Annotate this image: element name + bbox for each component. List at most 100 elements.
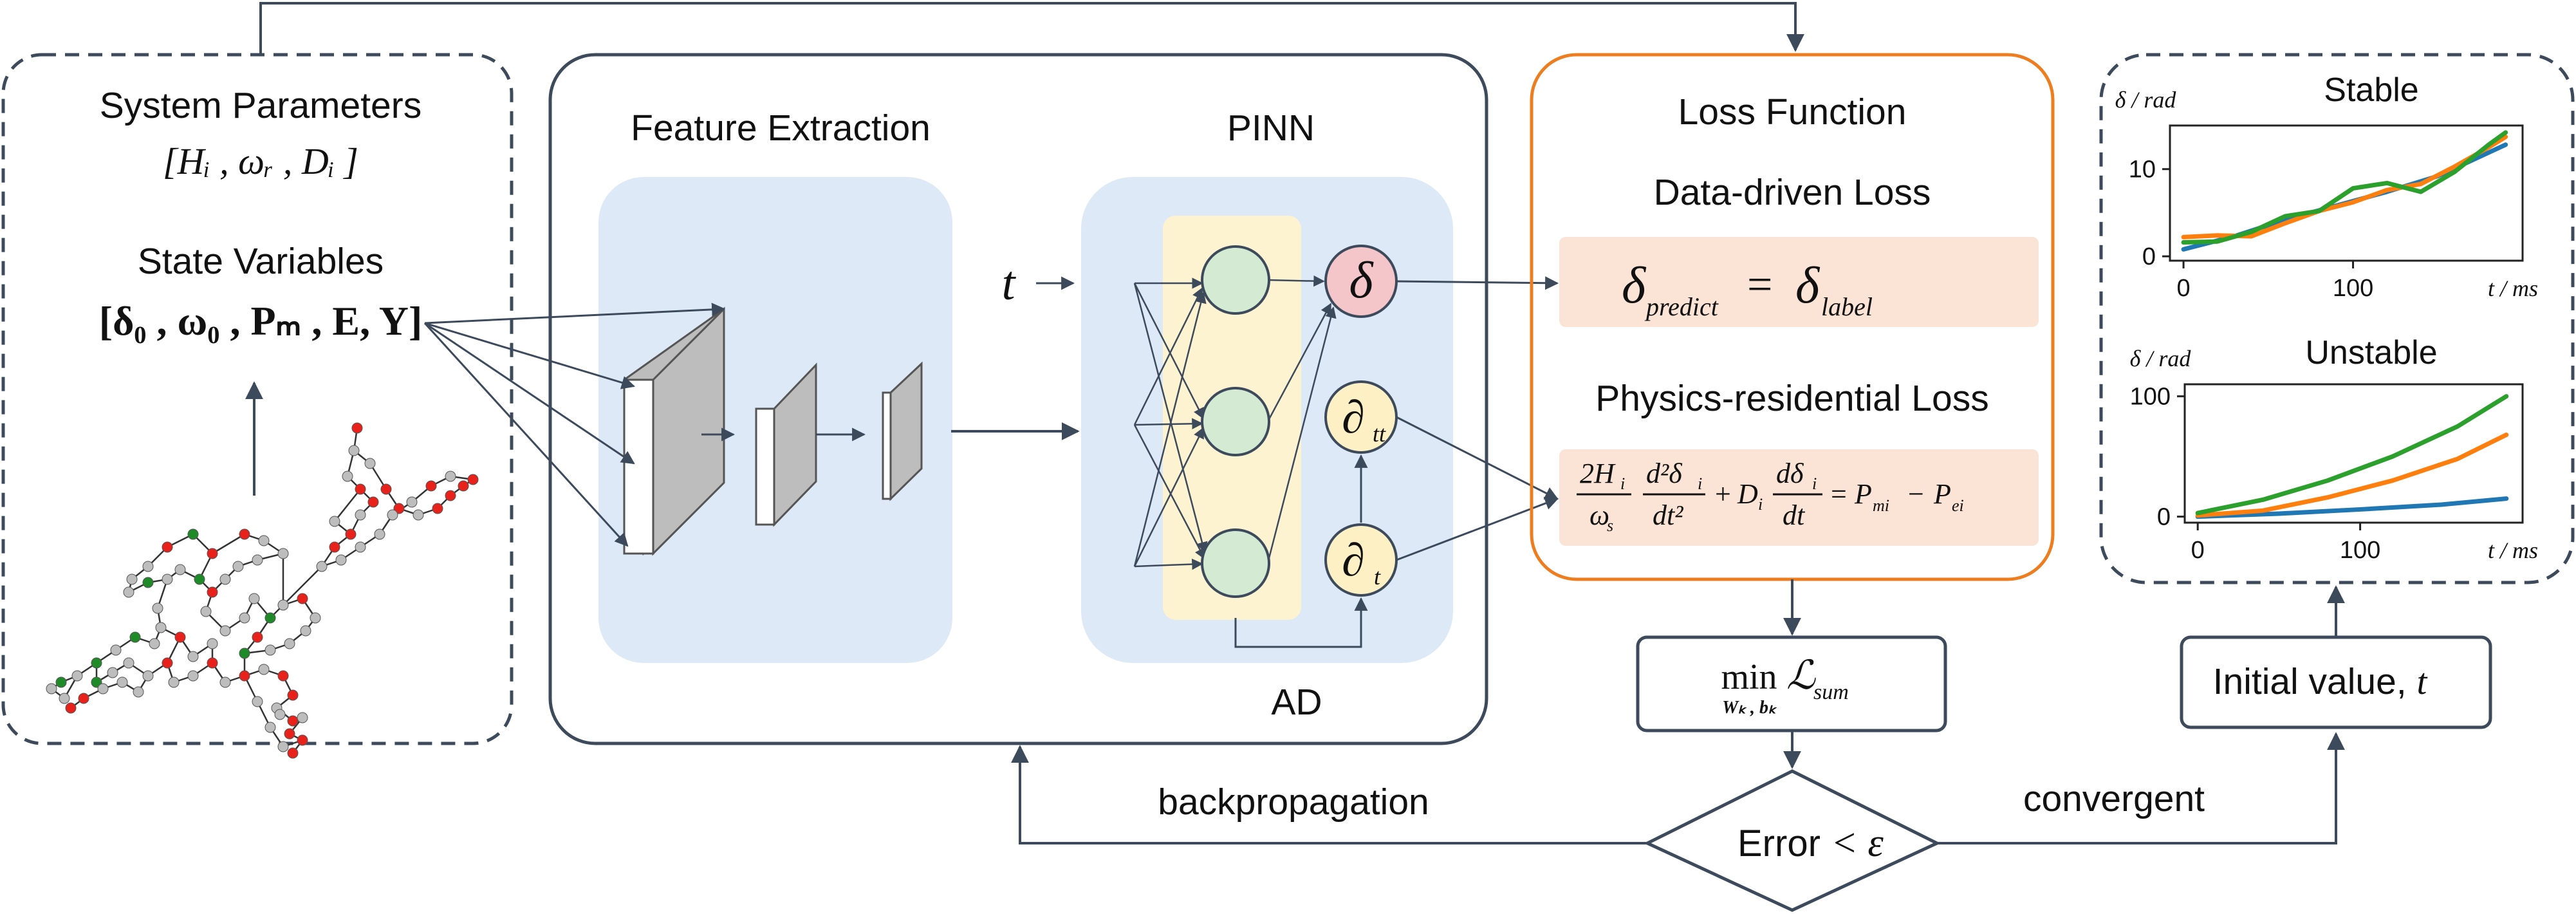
network-node-gray — [232, 561, 244, 572]
network-edge — [212, 533, 245, 555]
network-node-gray — [284, 638, 295, 649]
network-node-red — [287, 689, 299, 701]
network-node-gray — [126, 574, 138, 585]
network-node-gray — [374, 528, 385, 540]
time-input-label: t — [1002, 257, 1017, 310]
svg-text:i: i — [1812, 474, 1817, 493]
network-node-gray — [116, 676, 128, 688]
hidden-neuron-2 — [1201, 387, 1270, 456]
network-node-gray — [274, 709, 286, 720]
network-node-gray — [297, 712, 308, 723]
svg-text:predict: predict — [1644, 292, 1719, 321]
convergence-decision — [1644, 769, 1941, 912]
network-node-gray — [329, 516, 340, 527]
series-line-3 — [2181, 130, 2508, 245]
network-node-gray — [219, 574, 231, 585]
network-node-gray — [174, 564, 186, 575]
network-node-gray — [123, 586, 134, 598]
ad-label: AD — [1271, 682, 1322, 723]
hidden-neuron-3 — [1201, 528, 1270, 598]
network-node-red — [432, 503, 443, 514]
network-edge — [334, 489, 361, 522]
network-node-gray — [335, 554, 347, 566]
network-node-gray — [59, 693, 70, 704]
cnn-layer-2 — [755, 362, 817, 527]
network-node-red — [367, 496, 379, 508]
network-node-red — [351, 422, 363, 434]
svg-text:s: s — [1607, 516, 1613, 535]
network-node-red — [162, 657, 173, 669]
network-node-gray — [155, 622, 167, 633]
model-panel — [548, 53, 1488, 745]
ad-path-arrow — [1234, 597, 1368, 648]
plot-frame — [2169, 124, 2524, 262]
network-node-green — [239, 648, 250, 659]
output-delta-symbol: δ — [1349, 252, 1374, 309]
svg-text:=: = — [1831, 478, 1847, 510]
network-node-gray — [364, 458, 376, 469]
network-node-gray — [412, 509, 424, 521]
svg-text:dt: dt — [1783, 499, 1806, 531]
network-node-gray — [355, 541, 366, 553]
network-node-gray — [219, 625, 231, 637]
network-node-gray — [110, 644, 122, 656]
series-line-2 — [2181, 135, 2508, 239]
network-node-green — [187, 528, 199, 540]
x-tick-label: 100 — [2333, 275, 2373, 302]
network-node-red — [380, 483, 392, 495]
hidden-to-output-edges — [1266, 275, 1337, 564]
network-node-gray — [252, 696, 263, 707]
x-axis-label: t / ms — [2488, 275, 2538, 301]
network-node-gray — [207, 638, 218, 649]
x-tick-label: 100 — [2340, 537, 2380, 564]
svg-text:−: − — [1908, 478, 1924, 510]
network-node-gray — [200, 606, 212, 617]
y-tick-label: 10 — [2129, 156, 2156, 183]
convergent-arrow — [1937, 732, 2345, 844]
plot-frame — [2183, 383, 2524, 524]
network-node-gray — [123, 657, 134, 669]
network-node-red — [445, 490, 456, 501]
cnn-layer-1 — [623, 306, 725, 556]
network-node-gray — [277, 548, 289, 559]
network-node-green — [194, 574, 205, 585]
network-node-gray — [219, 676, 231, 688]
physics-loss-equation: 2H i ω s d²δ i dt² + D i dδ i dt = P mi … — [1577, 458, 1964, 535]
network-node-gray — [300, 625, 311, 637]
y-tick-label: 0 — [2157, 504, 2171, 531]
network-node-gray — [162, 574, 173, 585]
network-node-gray — [149, 638, 160, 649]
network-node-gray — [277, 599, 289, 611]
network-node-gray — [107, 667, 118, 678]
network-node-red — [329, 541, 340, 553]
unstable-title: Unstable — [2305, 334, 2437, 371]
svg-text:ℒ: ℒ — [1786, 654, 1816, 698]
network-node-gray — [248, 593, 260, 604]
svg-text:d²δ: d²δ — [1646, 458, 1683, 489]
initial-value-label: Initial value, t — [2213, 661, 2428, 702]
pinn-title: PINN — [1227, 107, 1315, 149]
stable-title: Stable — [2324, 71, 2418, 109]
network-node-red — [239, 670, 250, 682]
results-panel — [2099, 53, 2575, 584]
svg-text:P: P — [1854, 478, 1872, 510]
svg-text:min: min — [1721, 657, 1777, 697]
network-node-red — [162, 541, 173, 553]
network-node-gray — [97, 683, 109, 695]
svg-text:i: i — [1620, 474, 1625, 493]
network-node-red — [207, 657, 218, 669]
network-node-red — [239, 528, 250, 540]
network-node-red — [425, 480, 437, 492]
x-axis-label: t / ms — [2488, 537, 2538, 563]
state-to-cnn-arrows — [423, 303, 726, 547]
backpropagation-label: backpropagation — [1158, 781, 1429, 823]
network-node-red — [174, 631, 186, 643]
network-node-gray — [46, 683, 57, 695]
network-node-gray — [264, 644, 276, 656]
y-tick-label: 100 — [2130, 384, 2171, 411]
network-node-red — [297, 593, 308, 604]
network-node-red — [458, 480, 469, 492]
network-node-green — [129, 631, 141, 643]
